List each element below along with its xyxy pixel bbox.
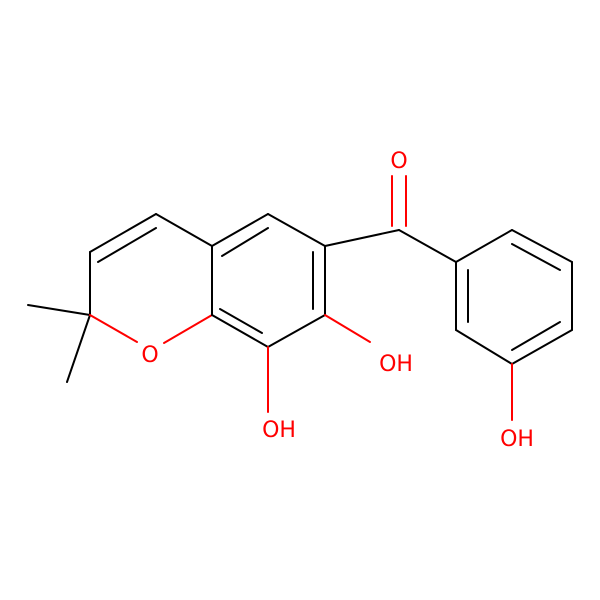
bond-c5-c6: [267, 213, 326, 247]
hydroxyl-phenyl-label: OH: [500, 427, 534, 452]
bond-ph-2: [511, 229, 573, 263]
hydroxyl-8-label: OH: [262, 418, 296, 443]
bond-c8-c8a-double: [219, 308, 263, 334]
bond-ph-4-double: [511, 321, 561, 351]
bond-c4-c4a: [155, 213, 213, 247]
bond-c7-c8: [267, 314, 326, 348]
bond-o1-c8a: [163, 314, 213, 344]
bond-c7-oh: [324, 314, 371, 343]
ring-oxygen-label: O: [141, 343, 158, 368]
bond-c4a-c5: [211, 213, 269, 247]
bond-ph-2-double: [511, 243, 561, 271]
bond-methyl-2: [66, 314, 91, 383]
bond-c8-c8a: [211, 314, 269, 348]
bond-c2-o1: [89, 314, 138, 343]
bond-carbonyl-phenyl: [398, 229, 457, 263]
bond-methyl-1: [27, 304, 91, 316]
bond-ph-4: [511, 329, 573, 365]
bond-ph-1: [455, 229, 513, 263]
bond-ph-5: [455, 329, 513, 365]
bond-c3-c4: [89, 213, 157, 253]
carbonyl-oxygen-label: O: [390, 149, 407, 174]
hydroxyl-7-label: OH: [379, 352, 413, 377]
bond-c3-c4-double: [97, 227, 157, 263]
bond-c6-carbonyl: [324, 229, 400, 247]
bond-c4a-c5-double: [221, 227, 269, 257]
